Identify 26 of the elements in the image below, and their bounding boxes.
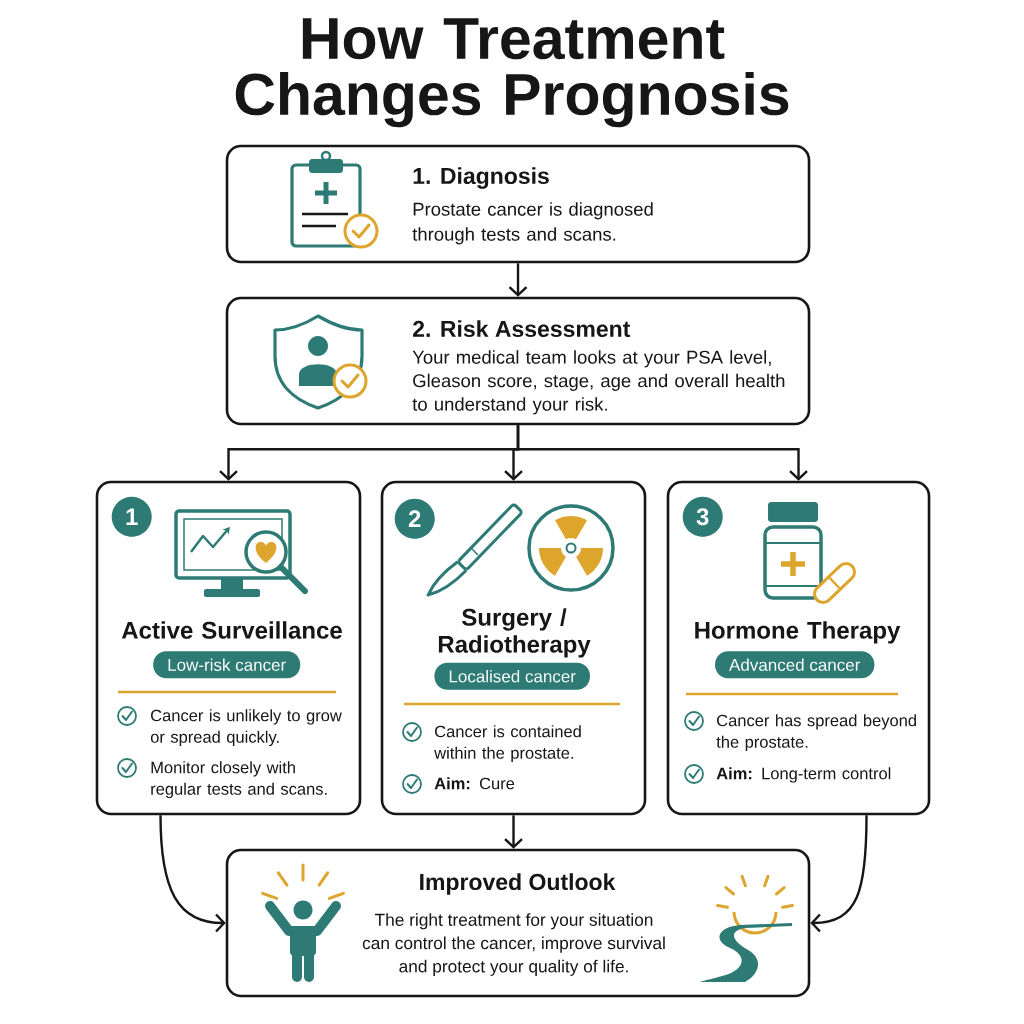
bullet-text: Aim: Cure bbox=[434, 777, 515, 790]
bullet-text: Aim: Long-term control bbox=[716, 767, 891, 783]
arrow bbox=[159, 815, 226, 933]
step-heading: 1. Diagnosis bbox=[413, 167, 549, 189]
outcome-description: The right treatment for your situation can control the cancer, improve survival and protect your quality of life. bbox=[362, 913, 665, 976]
bullet-text: Cancer is unlikely to grow or spread quickly. bbox=[150, 709, 342, 747]
category-tag: Advanced cancer bbox=[715, 651, 875, 679]
outcome-heading: Improved Outlook bbox=[420, 873, 616, 895]
card-heading: Hormone Therapy bbox=[695, 621, 901, 644]
step-heading: 2. Risk Assessment bbox=[413, 320, 631, 338]
arrow bbox=[508, 263, 528, 297]
bullet-text: Cancer has spread beyond the prostate. bbox=[716, 714, 916, 752]
title: How Treatment Changes Prognosis bbox=[235, 18, 789, 128]
bullet-text: Monitor closely with regular tests and scans. bbox=[151, 761, 327, 799]
step-description: Your medical team looks at your PSA level, Gleason score, stage, age and overall health to understand your risk. bbox=[412, 350, 785, 415]
bullet-text: Cancer is contained within the prostate. bbox=[434, 725, 581, 763]
number-badge: 2 bbox=[394, 498, 435, 539]
number-badge: 3 bbox=[682, 496, 723, 537]
card-heading: Active Surveillance bbox=[121, 621, 342, 639]
card-heading: Surgery / Radiotherapy bbox=[438, 608, 591, 658]
category-tag: Low-risk cancer bbox=[153, 651, 301, 679]
arrow bbox=[504, 815, 523, 849]
arrow bbox=[810, 815, 868, 933]
number-badge: 1 bbox=[111, 496, 152, 537]
arrow bbox=[516, 425, 808, 481]
step-description: Prostate cancer is diagnosed through tests and scans. bbox=[412, 202, 653, 245]
